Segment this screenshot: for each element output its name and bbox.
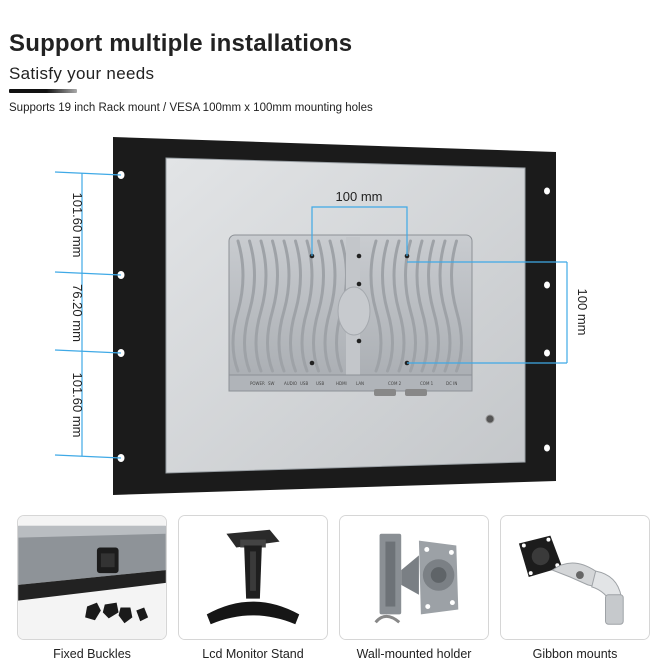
heatsink-fin <box>381 239 394 373</box>
port-label: POWER <box>250 381 265 386</box>
heatsink-fin <box>404 239 417 373</box>
port-label: LAN <box>356 381 364 386</box>
vesa-dimension-lines <box>311 206 568 364</box>
dim-middle-gap: 76.20 mm <box>70 284 85 342</box>
port-label: AUDIO <box>284 381 297 386</box>
heatsink-fin <box>427 239 440 373</box>
title-underline-bar <box>9 89 77 93</box>
lcd-monitor-stand-image <box>179 516 327 639</box>
port-label: USB <box>316 381 324 386</box>
heatsink-fin <box>369 239 383 373</box>
dim-bottom-gap: 101.60 mm <box>70 372 85 437</box>
port-label: COM 2 <box>388 381 402 386</box>
card-label-gibbon-mounts: Gibbon mounts <box>532 647 618 661</box>
heatsink-fin <box>243 239 256 373</box>
page-title: Support multiple installations <box>9 30 353 57</box>
card-label-wall-mounted-holder: Wall-mounted holder <box>356 647 472 661</box>
port-label: DC IN <box>446 381 457 386</box>
heatsink-fin <box>289 239 302 373</box>
port-label: SW <box>268 381 275 386</box>
card-lcd-monitor-stand[interactable] <box>178 515 328 640</box>
panel-screw <box>485 414 495 424</box>
dim-top-gap: 101.60 mm <box>70 192 85 257</box>
heatsink-fin <box>266 239 279 373</box>
heatsink-fin <box>438 239 452 373</box>
heatsink-fin <box>231 239 245 373</box>
heatsink-fin <box>415 239 429 373</box>
heatsink-fin <box>450 239 463 373</box>
gibbon-mounts-image <box>501 516 649 639</box>
heatsink-fin <box>323 239 337 373</box>
port-label: USB <box>300 381 308 386</box>
page-subtitle: Satisfy your needs <box>9 64 155 83</box>
heatsink-fin <box>312 239 325 373</box>
card-gibbon-mounts[interactable] <box>500 515 650 640</box>
mounting-description: Supports 19 inch Rack mount / VESA 100mm… <box>9 102 373 114</box>
card-label-fixed-buckles: Fixed Buckles <box>53 647 131 661</box>
heatsink-fin <box>254 239 268 373</box>
rack-dimension-lines <box>54 171 122 459</box>
port-label: HDMI <box>336 381 347 386</box>
dim-vesa-horizontal: 100 mm <box>336 189 383 204</box>
fixed-buckles-image <box>18 516 166 639</box>
heatsink-fin <box>392 239 406 373</box>
card-wall-mounted-holder[interactable] <box>339 515 489 640</box>
dim-vesa-vertical: 100 mm <box>575 289 590 336</box>
accessory-cards: Fixed Buckles Lcd Monitor Stand Wall-mou… <box>0 515 670 670</box>
heatsink-fin <box>300 239 314 373</box>
port-label: COM 1 <box>420 381 434 386</box>
wall-mounted-holder-image <box>340 516 488 639</box>
heatsink-fin <box>277 239 291 373</box>
card-label-lcd-monitor-stand: Lcd Monitor Stand <box>202 647 304 661</box>
card-fixed-buckles[interactable] <box>17 515 167 640</box>
